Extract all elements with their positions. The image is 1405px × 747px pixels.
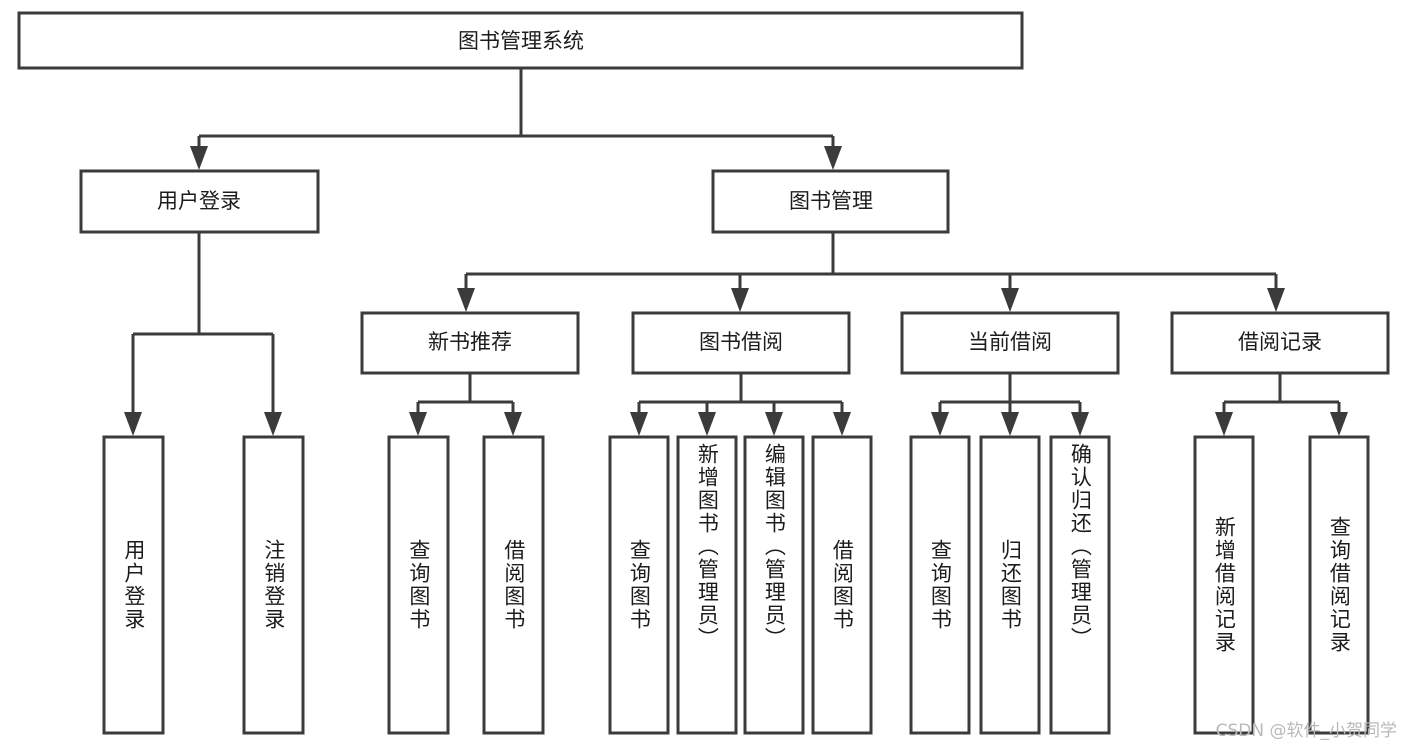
- arrow-bb-leaf-1: [630, 412, 648, 436]
- arrow-cb-leaf-3: [1071, 412, 1089, 436]
- connector-layer: [124, 68, 1348, 436]
- node-new-book-recommend-box[interactable]: [360, 311, 580, 375]
- arrow-br-leaf-1: [1215, 412, 1233, 436]
- node-book-borrow-label: 图书借阅: [699, 330, 783, 354]
- arrow-cb-leaf-2: [1001, 412, 1019, 436]
- watermark: CSDN @软件_小贺同学: [1215, 721, 1397, 741]
- node-borrow-record-box[interactable]: [1170, 311, 1390, 375]
- arrow-root-to-user-login: [190, 146, 208, 170]
- arrow-br-leaf-2: [1330, 412, 1348, 436]
- arrow-root-to-book-manage: [824, 146, 842, 170]
- arrow-cb-leaf-1: [931, 412, 949, 436]
- arrow-nbr-leaf-1: [409, 412, 427, 436]
- node-user-login-label: 用户登录: [157, 189, 241, 213]
- node-user-login-box[interactable]: [79, 169, 320, 234]
- node-leaf-user-logout-box[interactable]: [242, 435, 305, 735]
- node-book-manage-box[interactable]: [711, 169, 950, 234]
- node-current-borrow-label: 当前借阅: [968, 330, 1052, 354]
- node-new-book-recommend-label: 新书推荐: [428, 330, 512, 354]
- node-leaf-query-book-3-box[interactable]: [909, 435, 971, 735]
- node-leaf-user-login-box[interactable]: [102, 435, 165, 735]
- arrow-bm-to-borrow-record: [1267, 288, 1285, 312]
- arrow-user-login-leaf-1: [124, 412, 142, 436]
- arrow-nbr-leaf-2: [504, 412, 522, 436]
- node-book-borrow-box[interactable]: [631, 311, 851, 375]
- node-leaf-edit-book-box[interactable]: [743, 435, 805, 735]
- node-leaf-query-record-box[interactable]: [1308, 435, 1370, 735]
- node-leaf-return-book-box[interactable]: [979, 435, 1041, 735]
- node-root-label: 图书管理系统: [458, 29, 584, 53]
- node-leaf-borrow-book-2-box[interactable]: [811, 435, 873, 735]
- node-leaf-confirm-return-box[interactable]: [1049, 435, 1111, 735]
- node-root-box[interactable]: [17, 11, 1024, 70]
- arrow-bb-leaf-3: [765, 412, 783, 436]
- arrow-bm-to-current-borrow: [1001, 288, 1019, 312]
- arrow-bb-leaf-4: [833, 412, 851, 436]
- arrow-bb-leaf-2: [698, 412, 716, 436]
- node-current-borrow-box[interactable]: [900, 311, 1120, 375]
- node-layer: 图书管理系统 用户登录 图书管理 新书推荐 图书借阅 当前借阅 借阅记录: [17, 11, 1390, 735]
- node-borrow-record-label: 借阅记录: [1238, 330, 1322, 354]
- arrow-bm-to-book-borrow: [731, 288, 749, 312]
- node-book-manage-label: 图书管理: [789, 189, 873, 213]
- node-leaf-add-record-box[interactable]: [1193, 435, 1255, 735]
- node-leaf-borrow-book-1-box[interactable]: [482, 435, 545, 735]
- node-leaf-query-book-1-box[interactable]: [387, 435, 450, 735]
- node-leaf-add-book-box[interactable]: [676, 435, 738, 735]
- node-leaf-query-book-2-box[interactable]: [608, 435, 670, 735]
- arrow-user-login-leaf-2: [264, 412, 282, 436]
- arrow-bm-to-new-book-recommend: [457, 288, 475, 312]
